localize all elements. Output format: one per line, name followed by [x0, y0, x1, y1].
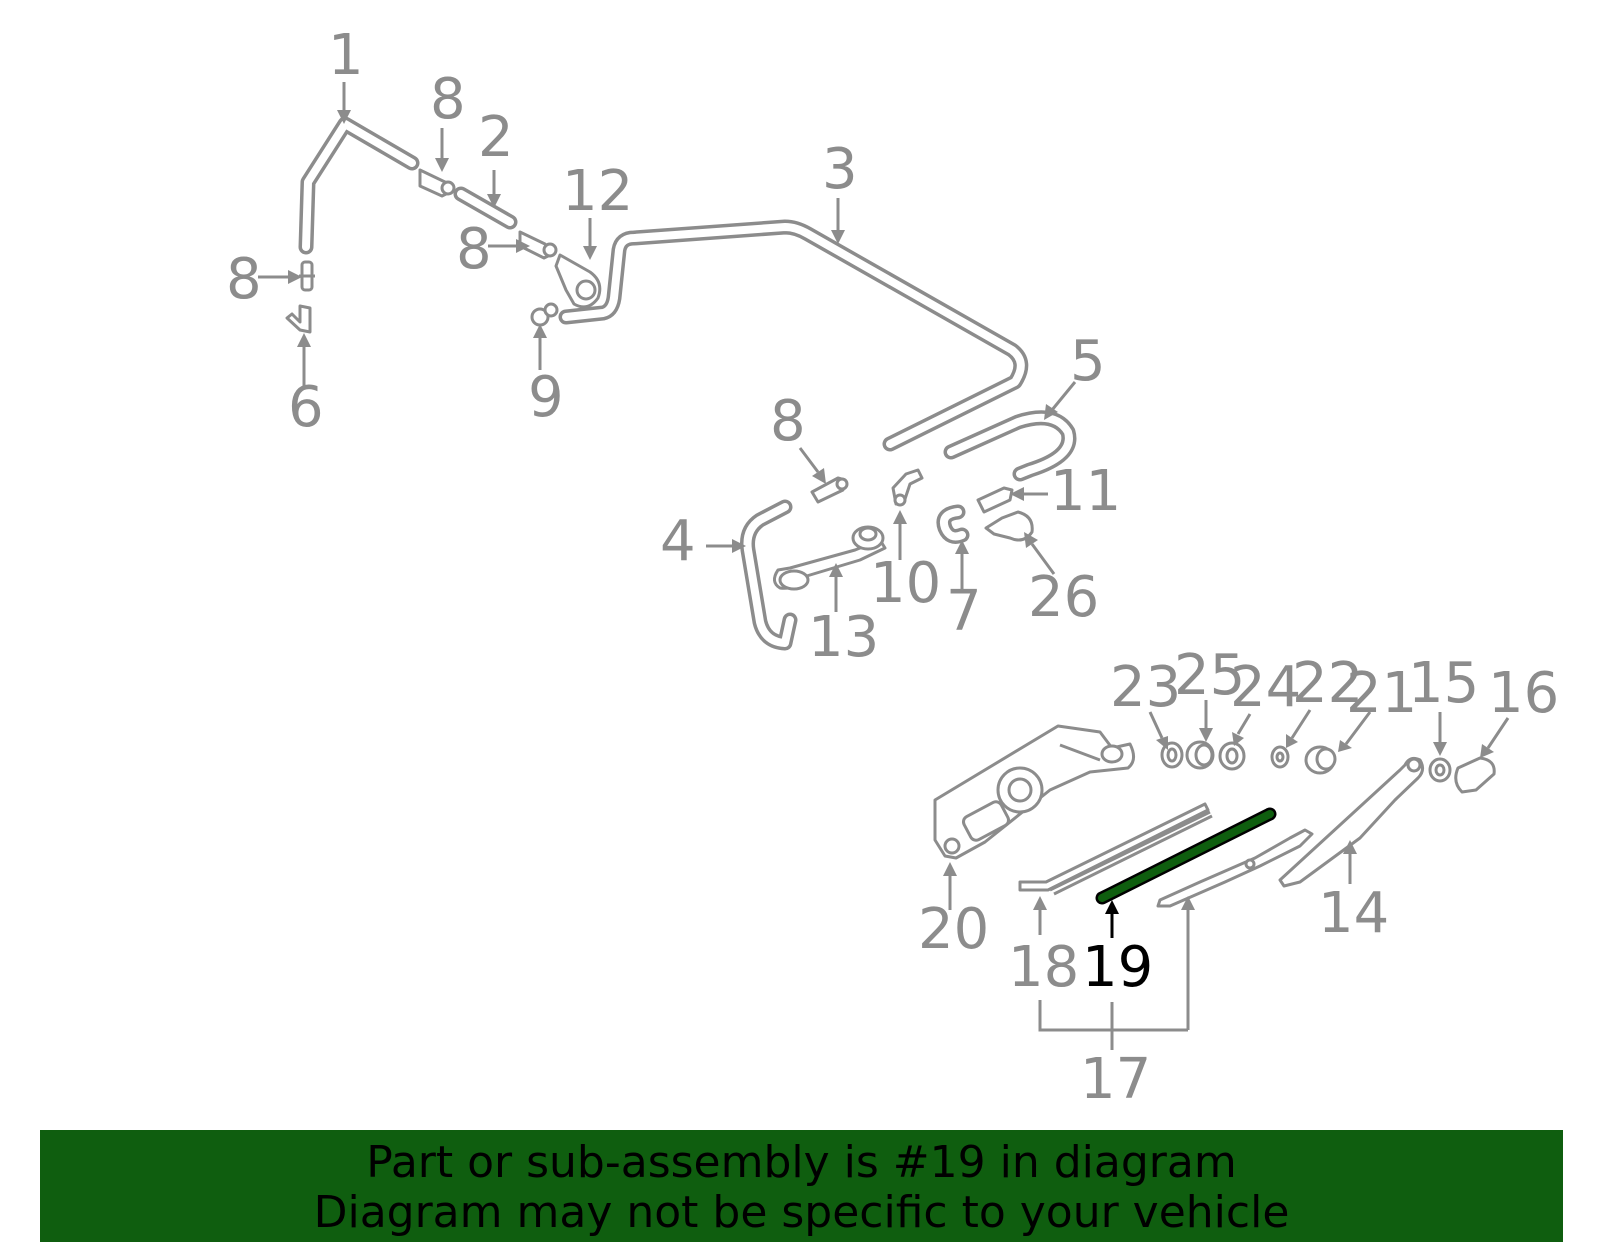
nozzle-26 — [984, 510, 1034, 542]
wiper-insert-19 — [1095, 807, 1277, 905]
hose-3 — [558, 219, 1029, 452]
callout-17: 17 — [1080, 1047, 1151, 1112]
callout-25: 25 — [1174, 643, 1245, 708]
callout-23: 23 — [1110, 655, 1181, 720]
banner-line-part: Part or sub-assembly is #19 in diagram — [366, 1137, 1237, 1188]
callout-21: 21 — [1346, 661, 1417, 726]
leader-arrows — [258, 82, 1510, 1050]
callout-6: 6 — [288, 375, 324, 440]
info-banner: Part or sub-assembly is #19 in diagram D… — [40, 1130, 1563, 1242]
clip-9 — [530, 302, 559, 327]
callout-8-left: 8 — [226, 247, 262, 312]
callout-13: 13 — [808, 605, 879, 670]
callout-11: 11 — [1050, 459, 1121, 524]
callout-22: 22 — [1292, 651, 1363, 716]
callout-3: 3 — [822, 137, 858, 202]
hose-2 — [453, 186, 518, 230]
callout-14: 14 — [1318, 881, 1389, 946]
callout-4: 4 — [660, 509, 696, 574]
callout-7: 7 — [946, 579, 982, 644]
joint-12 — [554, 253, 602, 309]
washer-24 — [1218, 741, 1246, 771]
callout-20: 20 — [918, 897, 989, 962]
bushing-25 — [1185, 740, 1215, 770]
callout-18: 18 — [1008, 935, 1079, 1000]
elbow-10 — [891, 468, 924, 507]
hose-4 — [740, 499, 798, 651]
connector-8-top — [418, 168, 456, 198]
banner-line-disclaimer: Diagram may not be specific to your vehi… — [313, 1187, 1290, 1238]
connector-11 — [976, 486, 1014, 514]
callout-5: 5 — [1070, 329, 1106, 394]
callout-8: 8 — [430, 67, 466, 132]
callout-15: 15 — [1408, 651, 1479, 716]
callout-9: 9 — [528, 365, 564, 430]
cap-21 — [1304, 745, 1337, 775]
callout-1: 1 — [328, 23, 364, 88]
callout-8-lower: 8 — [770, 389, 806, 454]
blade-frame-17 — [1156, 828, 1314, 908]
callout-16: 16 — [1488, 661, 1559, 726]
hose-7 — [936, 504, 970, 544]
connector-8-lower — [810, 476, 849, 504]
wiper-motor-20 — [933, 724, 1135, 860]
callout-19: 19 — [1082, 935, 1153, 1000]
callout-12: 12 — [562, 159, 633, 224]
wiper-arm-14 — [1278, 756, 1425, 888]
hose-6 — [285, 304, 312, 334]
callout-26: 26 — [1028, 565, 1099, 630]
nut-15 — [1428, 757, 1452, 783]
hose-5 — [943, 410, 1077, 482]
cap-16 — [1454, 756, 1496, 794]
callout-10: 10 — [870, 551, 941, 616]
callout-2: 2 — [478, 105, 514, 170]
blade-assembly-18 — [1018, 802, 1213, 896]
washer-22 — [1270, 745, 1290, 769]
hose-1 — [298, 116, 420, 255]
connector-8-left — [299, 260, 315, 292]
callout-24: 24 — [1230, 655, 1301, 720]
callout-8-mid: 8 — [456, 217, 492, 282]
hose-13 — [773, 525, 887, 591]
